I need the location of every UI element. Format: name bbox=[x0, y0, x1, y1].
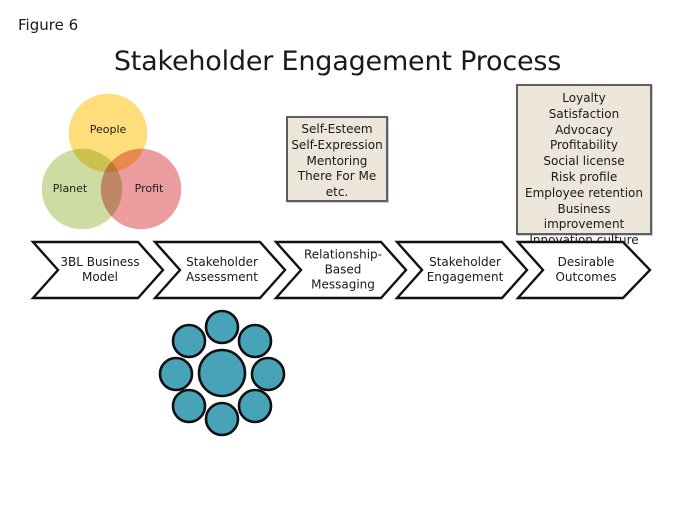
step-label-1: 3BL Business Model bbox=[60, 255, 139, 285]
diagram-title: Stakeholder Engagement Process bbox=[113, 46, 562, 77]
step-label-4: Stakeholder Engagement bbox=[427, 255, 504, 285]
stakeholder-circle-top bbox=[204, 309, 240, 345]
outcome-item: Business improvement bbox=[543, 201, 625, 232]
step-label-line: Stakeholder bbox=[429, 255, 501, 269]
desirable-outcomes-box: Loyalty Satisfaction Advocacy Profitabil… bbox=[516, 84, 652, 247]
values-item: There For Me bbox=[297, 169, 377, 184]
step-label-line: 3BL Business bbox=[60, 255, 140, 269]
stakeholder-circle-bottom-right bbox=[237, 388, 273, 424]
triple-bottom-line-venn: People Planet Profit bbox=[40, 92, 183, 231]
step-label-line: Outcomes bbox=[555, 270, 617, 284]
step-label-line: Relationship- bbox=[304, 247, 382, 262]
step-label-line: Based bbox=[324, 262, 362, 277]
outcome-item: Profitability bbox=[549, 138, 619, 153]
step-label-line: Desirable bbox=[557, 255, 615, 269]
values-item: etc. bbox=[325, 185, 349, 200]
venn-label-profit: Profit bbox=[135, 182, 164, 195]
stakeholder-circle-left bbox=[158, 356, 194, 392]
stakeholder-circle-bottom-left bbox=[171, 388, 207, 424]
venn-label-planet: Planet bbox=[53, 182, 88, 195]
relationship-values-box: Self-Esteem Self-Expression Mentoring Th… bbox=[286, 116, 388, 202]
values-item: Self-Esteem bbox=[301, 122, 373, 136]
step-label-3: Relationship- Based Messaging bbox=[304, 248, 382, 293]
step-label-line: Assessment bbox=[186, 270, 258, 284]
stakeholder-circle-top-right bbox=[237, 323, 273, 359]
venn-circle-profit bbox=[99, 147, 183, 231]
chevron-step-1 bbox=[30, 240, 165, 300]
step-label-line: Stakeholder bbox=[186, 255, 258, 269]
stakeholder-circle-right bbox=[250, 356, 286, 392]
stakeholder-circle-center bbox=[197, 348, 247, 398]
outcome-item: Loyalty bbox=[562, 91, 606, 105]
chevron-step-5 bbox=[515, 240, 652, 300]
stakeholder-circle-top-left bbox=[171, 323, 207, 359]
chevron-step-2 bbox=[152, 240, 287, 300]
step-label-5: Desirable Outcomes bbox=[555, 255, 616, 285]
figure-label: Figure 6 bbox=[18, 16, 79, 34]
stakeholder-cluster bbox=[158, 309, 286, 437]
outcome-item: Employee retention bbox=[525, 185, 643, 200]
outcome-item: Social license bbox=[543, 154, 625, 169]
outcome-item: Risk profile bbox=[550, 169, 618, 184]
step-label-line: Engagement bbox=[426, 270, 504, 284]
step-label-2: Stakeholder Assessment bbox=[186, 255, 258, 285]
step-label-line: Model bbox=[81, 270, 119, 284]
values-item: Mentoring bbox=[306, 153, 368, 168]
values-item: Self-Expression bbox=[291, 137, 383, 152]
outcome-item: Advocacy bbox=[555, 122, 613, 137]
chevron-step-3 bbox=[273, 240, 408, 300]
outcome-item: Satisfaction bbox=[548, 106, 620, 121]
venn-label-people: People bbox=[90, 123, 127, 136]
chevron-step-4 bbox=[394, 240, 529, 300]
step-label-line: Messaging bbox=[311, 277, 375, 292]
stakeholder-circle-bottom bbox=[204, 401, 240, 437]
